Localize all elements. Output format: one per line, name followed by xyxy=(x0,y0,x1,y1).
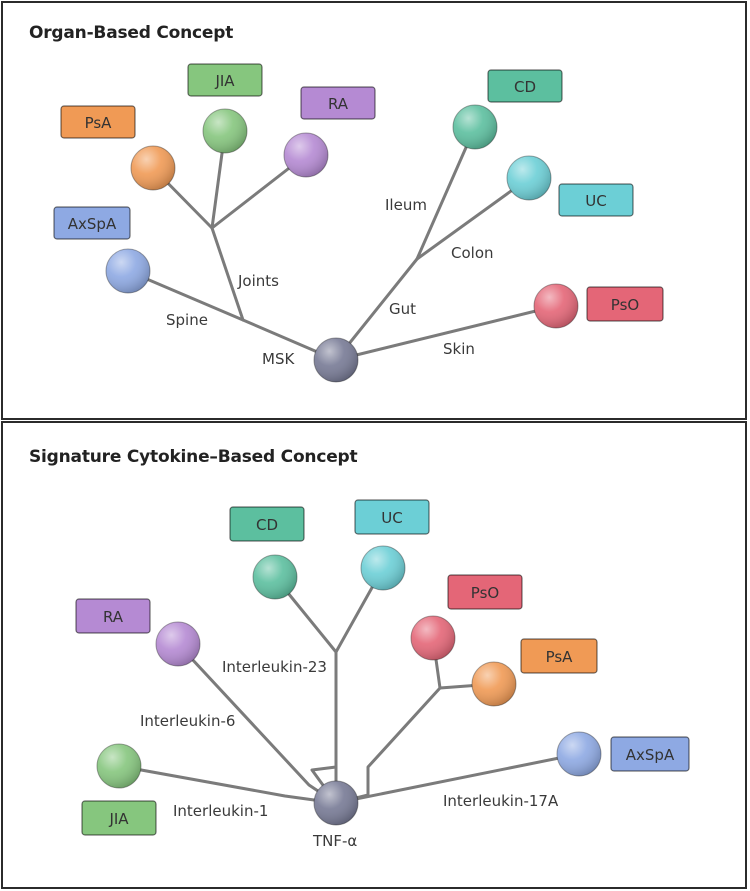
cytokine-based-title: Signature Cytokine–Based Concept xyxy=(29,447,358,467)
tag-uc: UC xyxy=(585,192,606,210)
node-axspa-b-shade xyxy=(557,732,601,776)
tag-cd-b: CD xyxy=(256,516,278,534)
node-psa-b-shade xyxy=(472,662,516,706)
tag-box-uc xyxy=(558,183,634,217)
node-cd-shade xyxy=(453,105,497,149)
tag-jia-b: JIA xyxy=(108,810,129,828)
tag-box-cd-b xyxy=(229,506,305,542)
node-msk-shade xyxy=(314,338,358,382)
node-psa-shade xyxy=(131,146,175,190)
organ-based-title: Organ-Based Concept xyxy=(29,23,234,43)
label-joints: Joints xyxy=(237,272,279,290)
label-il17a: Interleukin-17A xyxy=(443,792,559,810)
node-uc-b-shade xyxy=(361,546,405,590)
tag-box-jia-b xyxy=(81,800,157,836)
tag-box-psa-b xyxy=(520,638,598,674)
label-il23: Interleukin-23 xyxy=(222,658,327,676)
node-tnf-shade xyxy=(314,781,358,825)
label-msk: MSK xyxy=(262,350,295,368)
tag-pso: PsO xyxy=(611,296,639,314)
label-ileum: Ileum xyxy=(385,196,427,214)
tag-box-ra-b xyxy=(75,598,151,634)
node-pso-shade xyxy=(534,284,578,328)
branch-skin xyxy=(334,304,558,362)
organ-tree-tags: PsA JIA RA AxSpA CD UC PsO xyxy=(53,63,664,322)
cytokine-tree-tags: CD UC RA PsO PsA AxSpA JIA xyxy=(75,499,690,836)
label-spine: Spine xyxy=(166,311,208,329)
branch-il17a xyxy=(334,752,581,805)
tag-box-pso-b xyxy=(447,574,523,610)
tag-psa-b: PsA xyxy=(546,648,574,666)
node-ra-b-shade xyxy=(156,622,200,666)
node-ra-shade xyxy=(284,133,328,177)
tag-jia: JIA xyxy=(214,72,235,90)
label-gut: Gut xyxy=(389,300,416,318)
node-axspa-shade xyxy=(106,249,150,293)
label-colon: Colon xyxy=(451,244,494,262)
label-skin: Skin xyxy=(443,340,475,358)
branch-colon xyxy=(415,176,531,261)
tag-axspa: AxSpA xyxy=(68,215,117,233)
node-pso-b-shade xyxy=(411,616,455,660)
tag-box-axspa xyxy=(53,206,131,240)
branch-joints xyxy=(210,226,245,322)
branch-il1 xyxy=(117,764,338,805)
tag-box-uc-b xyxy=(354,499,430,535)
tag-uc-b: UC xyxy=(381,509,402,527)
label-il1: Interleukin-1 xyxy=(173,802,268,820)
label-tnf: TNF-α xyxy=(312,832,357,850)
tag-pso-b: PsO xyxy=(471,584,499,602)
node-uc-shade xyxy=(507,156,551,200)
tag-box-cd xyxy=(487,69,563,103)
cytokine-tree-nodes xyxy=(96,545,602,826)
branch-ileum xyxy=(415,125,477,261)
label-il6: Interleukin-6 xyxy=(140,712,235,730)
tag-box-axspa-b xyxy=(610,736,690,772)
tag-axspa-b: AxSpA xyxy=(626,746,675,764)
tag-psa: PsA xyxy=(85,114,113,132)
tag-box-psa xyxy=(60,105,136,139)
tag-ra: RA xyxy=(328,95,349,113)
node-jia-b-shade xyxy=(97,744,141,788)
node-jia-shade xyxy=(203,109,247,153)
tag-ra-b: RA xyxy=(103,608,124,626)
organ-tree-nodes xyxy=(105,104,579,383)
tag-box-jia xyxy=(187,63,263,97)
tag-box-ra xyxy=(300,86,376,120)
tag-box-pso xyxy=(586,286,664,322)
node-cd-b-shade xyxy=(253,555,297,599)
tag-cd: CD xyxy=(514,78,536,96)
